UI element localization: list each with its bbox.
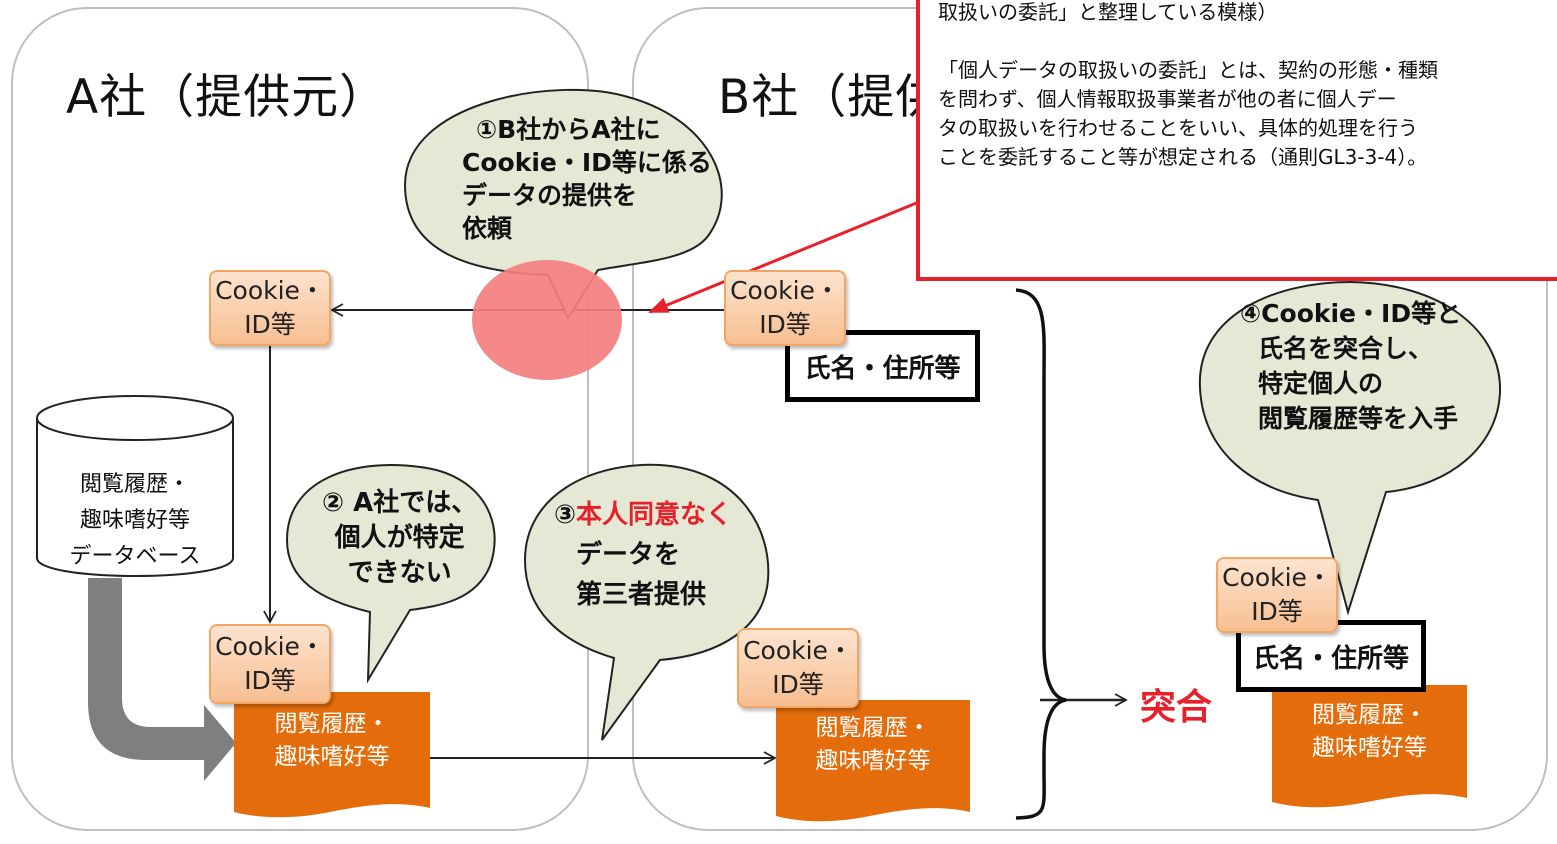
document-a-line-1: 閲覧履歴・ bbox=[274, 711, 390, 737]
cookie-id-line-2: ID等 bbox=[244, 666, 296, 695]
company-a-title: A社（提供元） bbox=[66, 70, 388, 125]
cookie-id-line-1: Cookie・ bbox=[1222, 563, 1332, 592]
bubble-2-line-2: 個人が特定 bbox=[334, 523, 465, 553]
bubble-1-line-3: データの提供を bbox=[462, 181, 638, 210]
cookie-id-box-b-bottom: Cookie・ ID等 bbox=[737, 628, 859, 708]
bubble-3-line-1: ③本人同意なく bbox=[554, 495, 732, 535]
cookie-id-box-match: Cookie・ ID等 bbox=[1216, 557, 1338, 633]
cookie-id-box-a-top: Cookie・ ID等 bbox=[209, 270, 331, 346]
bubble-3 bbox=[523, 463, 770, 741]
cookie-id-line-1: Cookie・ bbox=[743, 636, 853, 665]
callout-line-4: を問わず、個人情報取扱事業者が他の者に個人デー bbox=[938, 87, 1397, 111]
bubble-2-text: ② A社では、 個人が特定 できない bbox=[322, 486, 477, 591]
bubble-3-line-3: 第三者提供 bbox=[576, 580, 707, 610]
document-a-line-2: 趣味嗜好等 bbox=[274, 744, 390, 770]
cookie-id-line-2: ID等 bbox=[244, 310, 296, 339]
bubble-4-line-3: 特定個人の bbox=[1258, 369, 1384, 398]
bubble-1-line-4: 依頼 bbox=[462, 214, 513, 243]
database-label-line-2: 趣味嗜好等 bbox=[79, 508, 190, 533]
bubble-1 bbox=[403, 88, 723, 321]
cookie-id-line-1: Cookie・ bbox=[215, 276, 325, 305]
callout-line-5: タの取扱いを行わせることをいい、具体的処理を行う bbox=[938, 116, 1418, 140]
cookie-id-line-2: ID等 bbox=[759, 310, 811, 339]
callout-note: 取扱いの委託」と整理している模様） 「個人データの取扱いの委託」とは、契約の形態… bbox=[916, 0, 1557, 281]
company-b-title: B社（提供 bbox=[718, 70, 944, 125]
bubble-3-prefix: ③ bbox=[554, 500, 577, 530]
name-address-box-b: 氏名・住所等 bbox=[785, 330, 980, 402]
database-label-line-1: 閲覧履歴・ bbox=[79, 472, 190, 497]
document-b-line-1: 閲覧履歴・ bbox=[815, 715, 931, 741]
cookie-id-box-b-top: Cookie・ ID等 bbox=[724, 270, 846, 346]
bubble-2-line-1: ② A社では、 bbox=[322, 488, 478, 518]
document-b-line-2: 趣味嗜好等 bbox=[815, 748, 931, 774]
match-label: 突合 bbox=[1140, 687, 1213, 728]
callout-line-3: 「個人データの取扱いの委託」とは、契約の形態・種類 bbox=[938, 58, 1438, 82]
curly-brace bbox=[1015, 288, 1067, 820]
highlight-circle bbox=[472, 260, 622, 380]
cookie-id-line-2: ID等 bbox=[1251, 597, 1303, 626]
cookie-id-line-1: Cookie・ bbox=[215, 632, 325, 661]
document-c-label: 閲覧履歴・ 趣味嗜好等 bbox=[1272, 699, 1467, 765]
cookie-id-line-2: ID等 bbox=[772, 670, 824, 699]
bubble-1-line-1: ①B社からA社に bbox=[476, 115, 661, 144]
document-b bbox=[776, 700, 970, 822]
database-label: 閲覧履歴・ 趣味嗜好等 データベース bbox=[40, 467, 230, 575]
bubble-4-text: ④Cookie・ID等と 氏名を突合し、 特定個人の 閲覧履歴等を入手 bbox=[1240, 296, 1461, 436]
cookie-id-box-a-bottom: Cookie・ ID等 bbox=[209, 624, 331, 704]
database-cylinder bbox=[36, 418, 234, 577]
callout-pointer-arrow bbox=[648, 193, 937, 314]
callout-line-6: ことを委託すること等が想定される（通則GL3-3-4）。 bbox=[938, 145, 1428, 169]
bubble-2 bbox=[285, 464, 496, 684]
document-c-line-1: 閲覧履歴・ bbox=[1312, 702, 1427, 728]
document-a-label: 閲覧履歴・ 趣味嗜好等 bbox=[234, 708, 430, 774]
bubble-4-line-4: 閲覧履歴等を入手 bbox=[1258, 404, 1459, 433]
bubble-4-line-2: 氏名を突合し、 bbox=[1258, 334, 1434, 363]
bubble-2-line-3: できない bbox=[347, 558, 452, 588]
document-a bbox=[234, 692, 430, 818]
bubble-4-line-1: ④Cookie・ID等と bbox=[1240, 299, 1462, 328]
bubble-1-text: ①B社からA社に Cookie・ID等に係る データの提供を 依頼 bbox=[462, 113, 712, 245]
bubble-3-text: ③本人同意なく データを 第三者提供 bbox=[554, 495, 732, 615]
bubble-1-line-2: Cookie・ID等に係る bbox=[462, 148, 712, 177]
callout-line-1: 取扱いの委託」と整理している模様） bbox=[938, 0, 1278, 24]
document-c bbox=[1272, 685, 1467, 808]
database-label-line-3: データベース bbox=[69, 544, 201, 569]
bubble-3-line-2: データを bbox=[576, 540, 681, 570]
bubble-3-highlight: 本人同意なく bbox=[576, 500, 733, 530]
document-c-line-2: 趣味嗜好等 bbox=[1312, 735, 1427, 761]
bubble-4 bbox=[1198, 280, 1502, 616]
callout-line-2 bbox=[938, 27, 1557, 56]
cookie-id-line-1: Cookie・ bbox=[730, 276, 840, 305]
document-b-label: 閲覧履歴・ 趣味嗜好等 bbox=[776, 712, 970, 778]
